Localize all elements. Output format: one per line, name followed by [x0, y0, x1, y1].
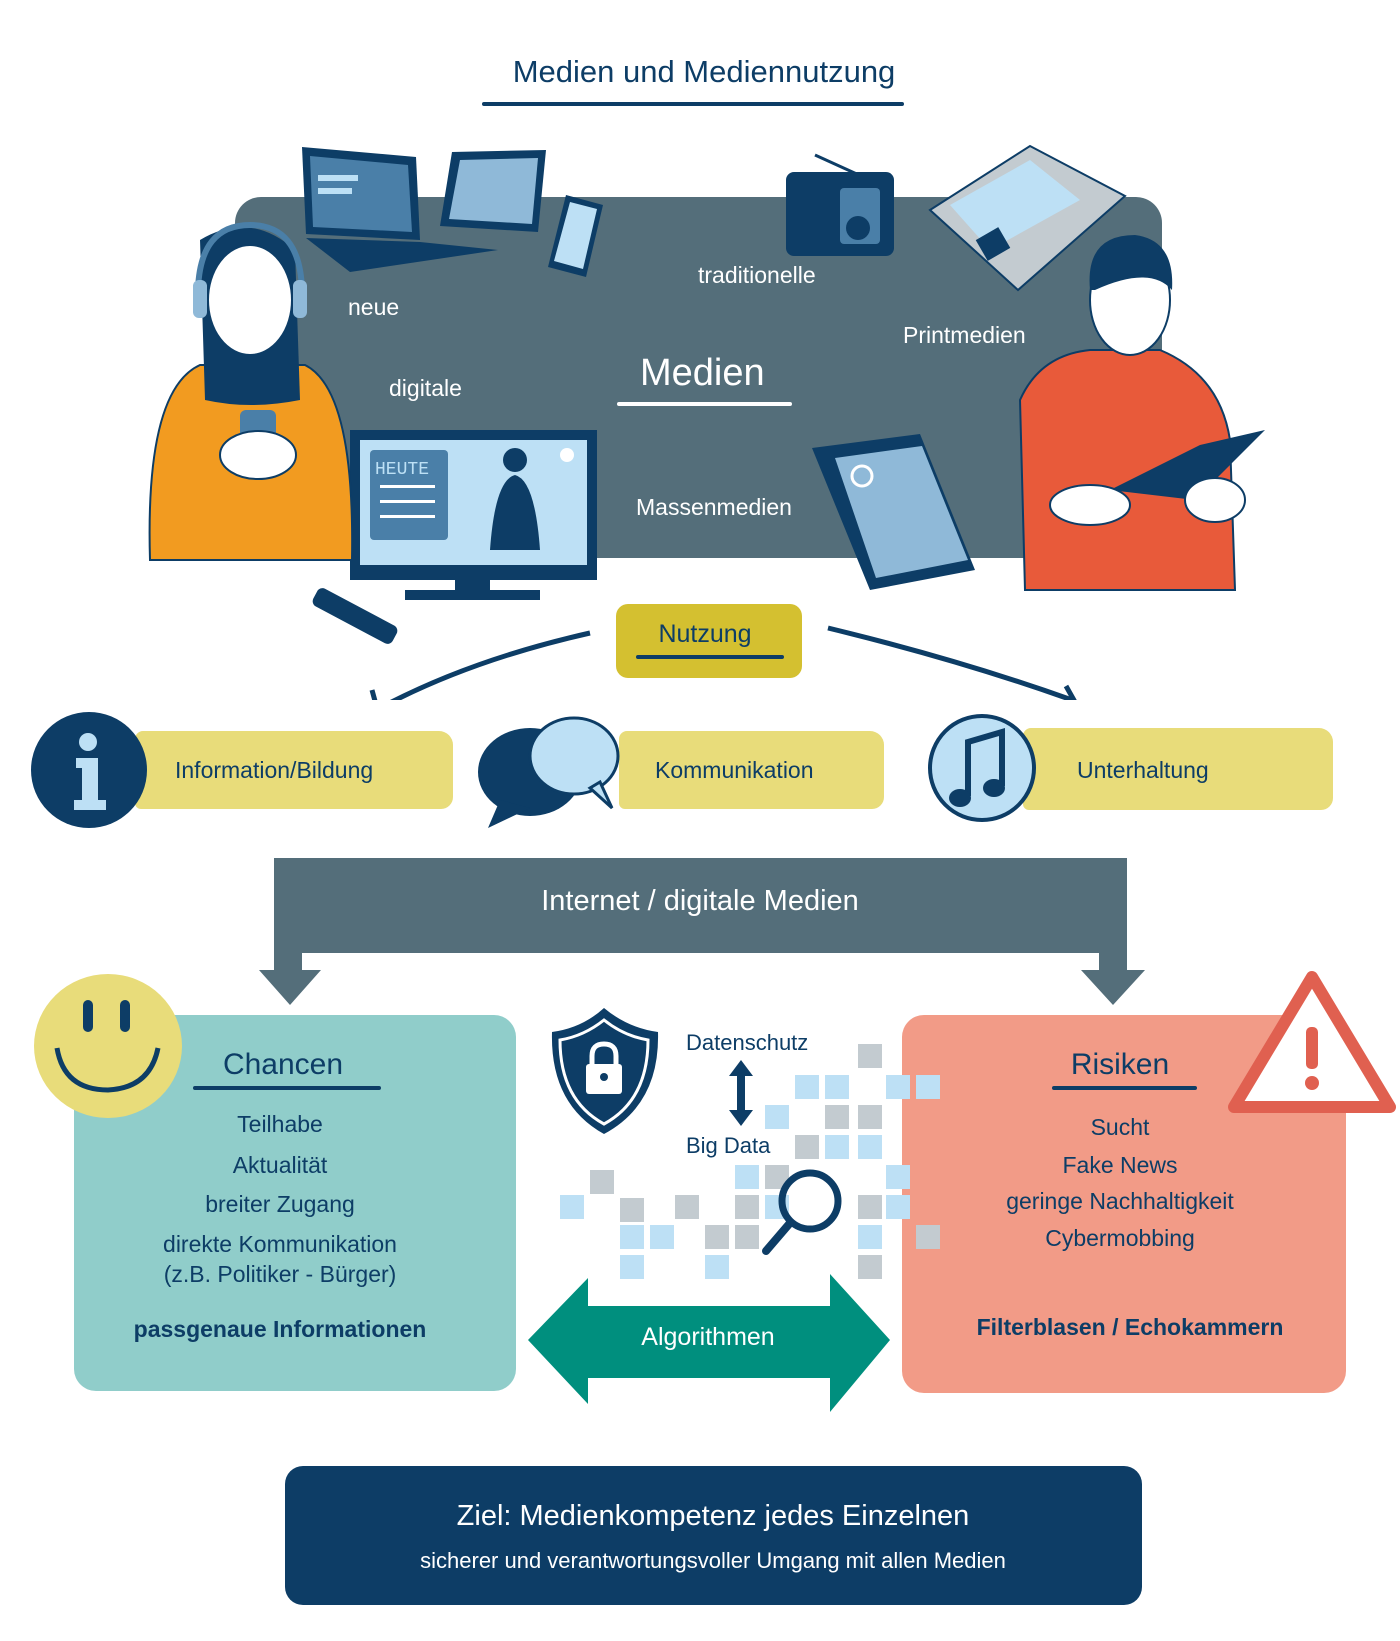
remote-control-icon — [312, 588, 398, 644]
chancen-item: breiter Zugang — [205, 1191, 355, 1217]
internet-bar-shape — [259, 858, 1145, 1005]
tv-screen-text: HEUTE — [375, 460, 429, 480]
nutzung-underline — [636, 655, 784, 659]
chancen-item: Aktualität — [232, 1152, 328, 1178]
category-kommunikation-label: Kommunikation — [655, 757, 814, 783]
arrow-right — [827, 625, 1073, 700]
smiley-icon — [34, 974, 182, 1118]
category-information-label: Information/Bildung — [175, 757, 374, 783]
nutzung-label: Nutzung — [658, 620, 752, 648]
datenschutz-label: Datenschutz — [686, 1030, 809, 1055]
arrow-left — [389, 630, 591, 700]
warning-triangle-icon — [1228, 971, 1396, 1113]
info-icon — [31, 712, 147, 828]
label-printmedien: Printmedien — [903, 322, 1026, 348]
goal-subtitle: sicherer und verantwortungsvoller Umgang… — [420, 1548, 1006, 1573]
risiken-item: Sucht — [1090, 1114, 1150, 1140]
double-arrow-icon — [729, 1060, 753, 1126]
laptop-icon — [302, 147, 498, 272]
radio-icon — [786, 153, 894, 256]
newspaper-icon — [928, 144, 1127, 292]
category-bar-unterhaltung — [1023, 728, 1333, 810]
risiken-title: Risiken — [1070, 1048, 1170, 1081]
chancen-item: direkte Kommunikation — [163, 1231, 397, 1257]
category-bar-information — [135, 731, 453, 809]
big-data-label: Big Data — [686, 1133, 771, 1158]
category-icons — [31, 712, 1036, 828]
medien-underline — [617, 402, 792, 406]
label-neue: neue — [348, 294, 400, 320]
label-massenmedien: Massenmedien — [636, 494, 792, 520]
man-reading-book-illustration — [1018, 235, 1265, 591]
risiken-item: geringe Nachhaltigkeit — [1006, 1188, 1234, 1214]
speech-bubble-icon — [478, 716, 620, 828]
magazine-icon — [812, 434, 975, 590]
woman-with-headphones-illustration — [148, 221, 354, 561]
nutzung-box — [616, 604, 802, 678]
chancen-title: Chancen — [222, 1048, 344, 1081]
title-underline — [482, 102, 904, 106]
goal-title: Ziel: Medienkompetenz jedes Einzelnen — [456, 1500, 970, 1532]
risiken-highlight: Filterblasen / Echokammern — [976, 1314, 1284, 1340]
page-title: Medien und Mediennutzung — [512, 54, 896, 89]
music-note-icon — [928, 714, 1036, 822]
algorithmen-double-arrow — [528, 1274, 890, 1412]
shield-lock-icon — [551, 1008, 659, 1134]
smartphone-icon — [548, 195, 603, 277]
magnifier-icon — [762, 1169, 842, 1255]
label-traditionelle: traditionelle — [698, 262, 816, 288]
algorithmen-label: Algorithmen — [641, 1323, 775, 1351]
chancen-underline — [193, 1086, 381, 1090]
media-illustrations: HEUTE — [148, 144, 1265, 700]
risiken-underline — [1052, 1086, 1197, 1090]
category-bar-kommunikation — [619, 731, 884, 809]
internet-bar-label: Internet / digitale Medien — [541, 885, 859, 917]
television-icon: HEUTE — [350, 430, 597, 600]
category-unterhaltung-label: Unterhaltung — [1077, 757, 1209, 783]
nutzung-arrows — [369, 625, 1077, 700]
media-center-label: Medien — [640, 352, 765, 394]
chancen-item: Teilhabe — [237, 1111, 323, 1137]
risiken-item: Cybermobbing — [1045, 1225, 1195, 1251]
risiken-item: Fake News — [1062, 1152, 1178, 1178]
chancen-item: (z.B. Politiker - Bürger) — [163, 1261, 397, 1287]
label-digitale: digitale — [389, 375, 462, 401]
chancen-highlight: passgenaue Informationen — [133, 1316, 427, 1342]
goal-box — [285, 1466, 1142, 1605]
tablet-icon — [440, 150, 546, 232]
